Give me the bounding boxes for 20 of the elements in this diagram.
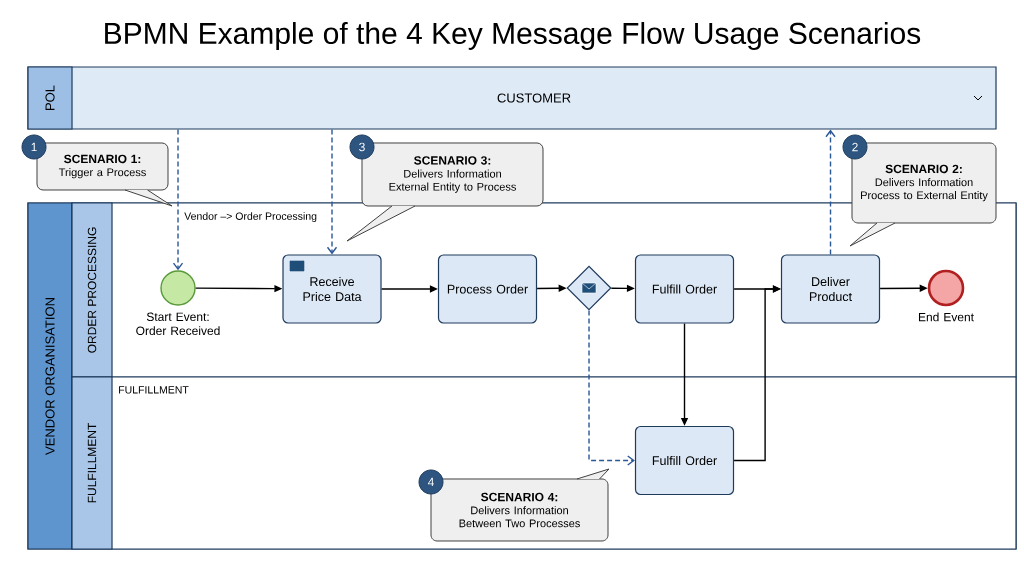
node-label: CUSTOMER <box>497 93 571 103</box>
event-label: End Event <box>918 312 974 322</box>
number-badge: 3 <box>349 134 375 160</box>
event-label: Start Event: Order Received <box>136 312 220 335</box>
callout: SCENARIO 1: Trigger a Process <box>36 142 173 207</box>
task-box: Receive Price Data <box>282 254 382 324</box>
message-flow-arrow <box>825 129 836 256</box>
number-badge: 4 <box>418 469 444 495</box>
task-box: Fulfill Order <box>634 425 735 496</box>
message-flow-arrow <box>326 128 338 255</box>
message-flow-arrow <box>172 128 184 271</box>
title: BPMN Example of the 4 Key Message Flow Usage Scenarios <box>105 22 921 50</box>
task-box: Deliver Product <box>780 254 881 324</box>
task-box: Process Order <box>437 254 538 324</box>
message-flow-arrow <box>588 309 635 466</box>
pool-band: POL CUSTOMER <box>27 66 997 130</box>
number-badge: 2 <box>842 134 868 160</box>
number-badge: 1 <box>21 134 47 160</box>
node-label: POL <box>45 85 55 110</box>
task-box: Fulfill Order <box>634 254 735 324</box>
